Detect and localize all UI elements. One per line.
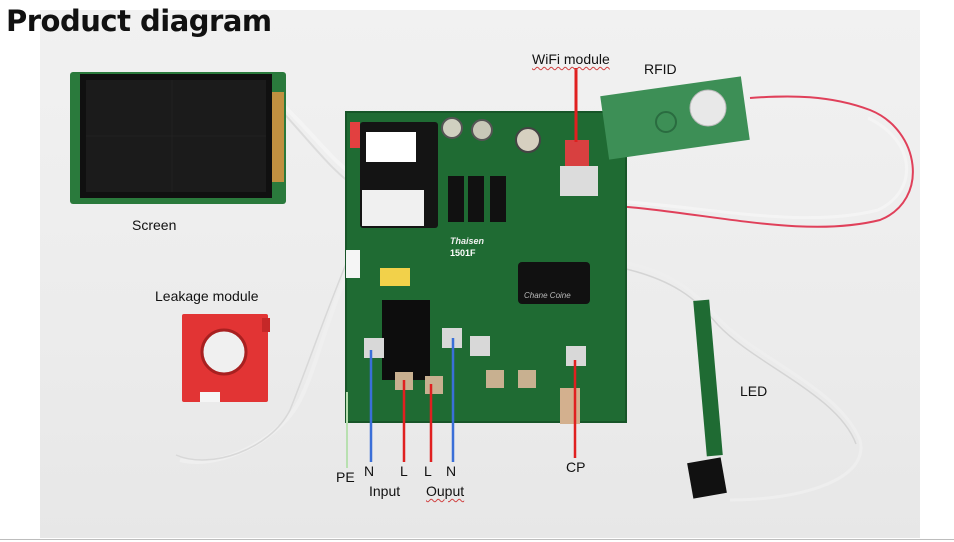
board-brand-text: Thaisen: [450, 236, 485, 246]
main-pcb: [345, 111, 627, 424]
relay-text: Chane Coine: [524, 291, 571, 300]
screen-module: [70, 72, 286, 204]
bottom-divider: [0, 539, 954, 540]
pe-label: PE: [336, 469, 355, 485]
leakage-module: [182, 314, 270, 402]
led-label: LED: [740, 383, 768, 399]
n-input-label: N: [364, 463, 375, 479]
leakage-module-label: Leakage module: [155, 288, 259, 304]
page-title: Product diagram: [6, 4, 272, 38]
board-model-text: 1501F: [450, 248, 476, 258]
l-input-label: L: [400, 463, 408, 479]
n-output-label: N: [446, 463, 457, 479]
rfid-module: [600, 76, 750, 160]
screen-label: Screen: [132, 217, 177, 233]
cp-label: CP: [566, 459, 586, 475]
led-strip: [687, 299, 727, 499]
l-output-label: L: [424, 463, 432, 479]
wifi-module-label: WiFi module: [532, 51, 610, 67]
output-group-label: Ouput: [426, 483, 465, 499]
rfid-label: RFID: [644, 61, 677, 77]
input-group-label: Input: [369, 483, 401, 499]
